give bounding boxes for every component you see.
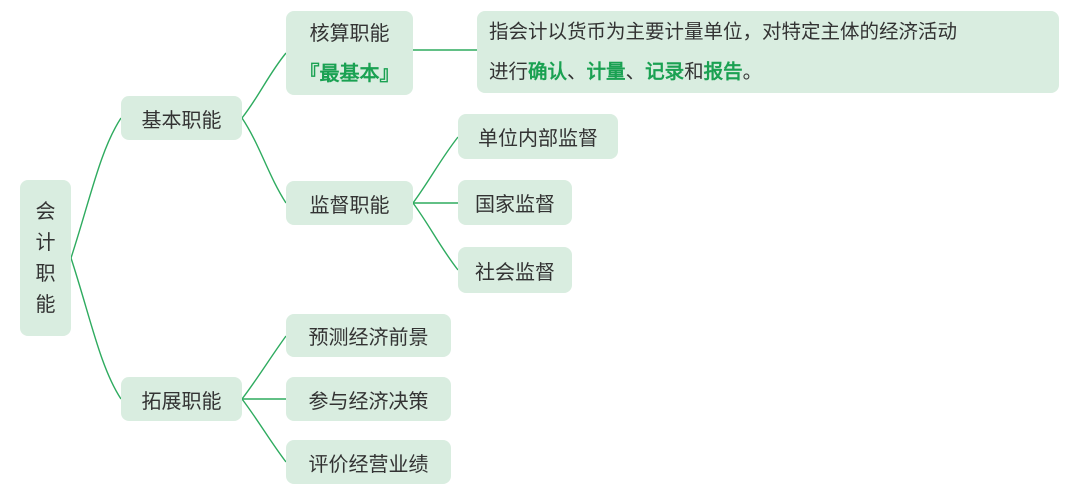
supervision-child[interactable]: 国家监督 (458, 180, 572, 225)
line-root-basic (70, 117, 122, 259)
basic-node[interactable]: 基本职能 (121, 96, 242, 140)
desc-term: 计量 (586, 60, 626, 83)
desc-prefix: 进行 (489, 60, 529, 83)
accounting-description: 指会计以货币为主要计量单位，对特定主体的经济活动 进行确认、计量、记录和报告。 (477, 11, 1059, 93)
line-basic-supervision (241, 117, 287, 204)
child-label: 评价经营业绩 (308, 451, 429, 476)
extended-label: 拓展职能 (141, 388, 222, 413)
accounting-label: 核算职能 (309, 21, 390, 45)
line-sup-1 (412, 136, 459, 204)
line-sup-3 (412, 202, 459, 271)
supervision-child[interactable]: 单位内部监督 (458, 114, 618, 159)
child-label: 参与经济决策 (308, 388, 429, 413)
extended-node[interactable]: 拓展职能 (121, 377, 242, 421)
desc-term: 确认 (528, 60, 568, 83)
desc-line-2: 进行确认、计量、记录和报告。 (489, 52, 762, 92)
extended-child[interactable]: 参与经济决策 (286, 377, 451, 421)
root-node[interactable]: 会计职能 (20, 180, 71, 336)
child-label: 国家监督 (475, 192, 555, 216)
root-label: 会计职能 (35, 199, 56, 316)
desc-sep: 、 (567, 60, 587, 83)
desc-sep: 和 (684, 60, 704, 83)
basic-label: 基本职能 (141, 107, 222, 132)
accounting-note: 『最基本』 (299, 61, 400, 85)
accounting-node[interactable]: 核算职能 『最基本』 (286, 11, 413, 95)
desc-sep: 、 (625, 60, 646, 83)
line-ext-1 (241, 335, 287, 400)
desc-sep: 。 (742, 60, 763, 83)
child-label: 预测经济前景 (308, 325, 429, 349)
supervision-node[interactable]: 监督职能 (286, 181, 413, 225)
supervision-child[interactable]: 社会监督 (458, 247, 572, 293)
desc-line-1: 指会计以货币为主要计量单位，对特定主体的经济活动 (489, 20, 958, 43)
extended-child[interactable]: 评价经营业绩 (286, 440, 451, 484)
child-label: 社会监督 (475, 259, 555, 284)
line-basic-accounting (241, 52, 287, 119)
desc-term: 报告 (703, 60, 743, 83)
child-label: 单位内部监督 (478, 126, 598, 150)
extended-child[interactable]: 预测经济前景 (286, 314, 451, 357)
line-root-extended (70, 257, 122, 400)
line-ext-3 (241, 398, 287, 463)
desc-term: 记录 (645, 60, 685, 83)
supervision-label: 监督职能 (309, 192, 390, 217)
